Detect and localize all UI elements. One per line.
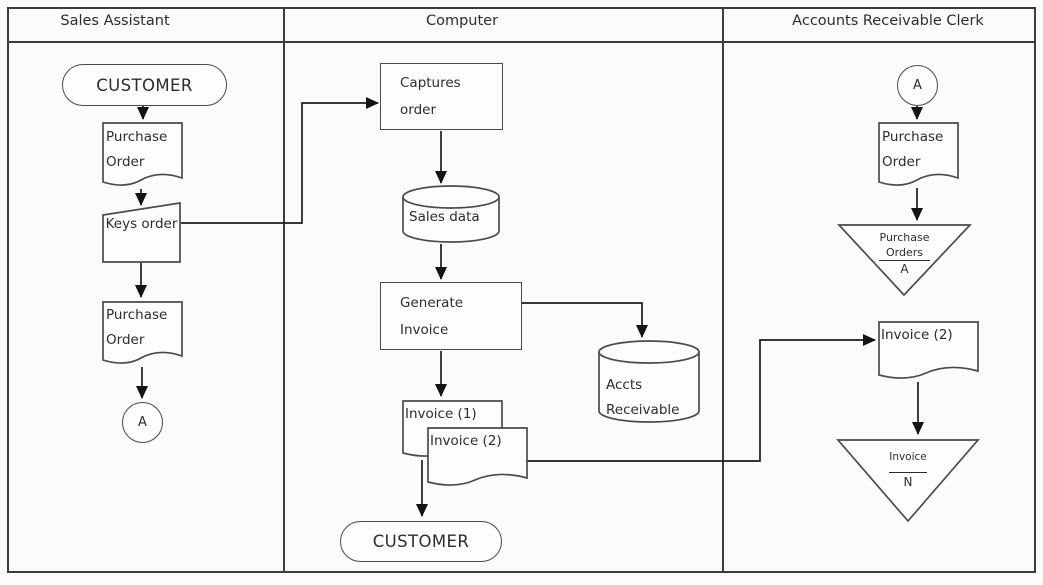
document-invoice-2-copy-label: Invoice (2) [881,327,953,343]
document-shape [102,122,183,186]
document-purchase-order-3: Purchase Order [878,122,959,188]
document-shape [427,427,528,486]
terminator-customer-start-label: CUSTOMER [96,75,193,95]
datastore-sales-data: Sales data [402,185,500,243]
document-purchase-order-1-label: Purchase Order [106,129,168,170]
document-invoice-2: Invoice (2) [427,427,528,488]
invoice-file-line1: Invoice [889,451,927,463]
connector-a-clerk-label: A [913,78,922,93]
manual-input-keys-order: Keys order [102,202,181,263]
document-shape [102,301,183,364]
po-file-line1: Purchase [879,231,930,244]
lane-divider-2 [722,7,724,571]
lane-divider-1 [283,7,285,571]
connector-a-clerk: A [897,65,938,106]
terminator-customer-end: CUSTOMER [340,521,502,562]
po-file-line2: Orders [879,245,930,261]
terminator-customer-end-shape: CUSTOMER [340,521,502,562]
manual-input-keys-order-label: Keys order [105,216,178,232]
process-captures-order-label: Captures order [400,75,461,118]
process-generate-invoice: Generate Invoice [380,282,522,350]
document-purchase-order-2: Purchase Order [102,301,183,366]
datastore-accts-receivable-label: Accts Receivable [606,377,680,418]
terminator-customer-start: CUSTOMER [62,64,227,106]
document-invoice-1-label: Invoice (1) [405,406,477,422]
terminator-customer-start-shape: CUSTOMER [62,64,227,106]
diagram-border [7,7,1036,573]
document-shape [878,122,959,186]
datastore-accts-receivable: Accts Receivable [598,340,701,423]
connector-a-sales-shape: A [122,402,163,443]
lane-title-accounts-receivable-clerk: Accounts Receivable Clerk [792,13,984,29]
po-file-line3: A [900,262,909,276]
header-divider-line [7,41,1036,43]
lane-title-sales-assistant: Sales Assistant [60,13,170,29]
cylinder-shape [402,185,500,243]
document-invoice-2-label: Invoice (2) [430,433,502,449]
invoice-file-line2: N [888,472,928,490]
document-purchase-order-1: Purchase Order [102,122,183,188]
document-invoice-2-copy: Invoice (2) [878,321,979,381]
cylinder-shape [598,340,700,423]
connector-a-sales-label: A [138,415,147,430]
offline-storage-purchase-orders: Purchase Orders A [837,223,972,297]
offline-storage-purchase-orders-labels: Purchase Orders A [838,230,971,277]
terminator-customer-end-label: CUSTOMER [372,532,470,551]
process-generate-invoice-label: Generate Invoice [400,295,464,338]
file-triangle-shape [836,439,980,523]
offline-storage-invoice: Invoice N [836,438,980,523]
process-captures-order-shape [380,63,503,130]
connector-a-sales: A [122,402,163,443]
lane-title-computer: Computer [425,13,499,29]
document-shape [878,321,979,379]
document-purchase-order-3-label: Purchase Order [882,129,944,170]
process-captures-order: Captures order [380,63,503,130]
document-purchase-order-2-label: Purchase Order [106,307,168,348]
connector-a-clerk-shape: A [897,65,938,106]
datastore-sales-data-label: Sales data [409,209,480,225]
manual-input-shape [102,202,181,263]
offline-storage-invoice-labels: Invoice N [837,450,979,490]
process-generate-invoice-shape [380,282,522,350]
